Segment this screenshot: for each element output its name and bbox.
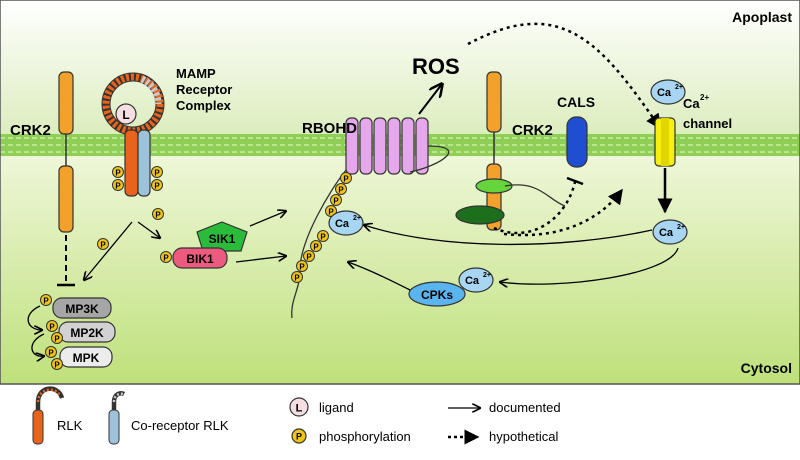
- crk2-right-label: CRK2: [512, 122, 553, 139]
- rbohd-protein: [291, 117, 450, 319]
- mp3k-protein: MP3K: [52, 297, 112, 319]
- bik1-protein: BIK1: [172, 247, 228, 269]
- svg-text:2+: 2+: [353, 215, 361, 222]
- mamp-label-line1: MAMP: [176, 66, 216, 81]
- svg-text:P: P: [155, 211, 161, 220]
- rbohd-phosphosites: P P P P P P P P P: [291, 172, 352, 283]
- ros-label: ROS: [412, 54, 460, 79]
- rbohd-calcium-ion: Ca 2+: [328, 210, 364, 236]
- svg-text:P: P: [115, 182, 121, 191]
- ligand-icon: L: [115, 103, 137, 125]
- cytosol-calcium-ion: Ca 2+: [652, 219, 688, 245]
- svg-text:Ca: Ca: [335, 218, 350, 230]
- ca-channel-label-line2: channel: [683, 116, 732, 131]
- crk2-left-label: CRK2: [10, 122, 51, 139]
- calcium-channel: [654, 117, 676, 167]
- legend-phosphorylation-icon: P: [291, 428, 307, 444]
- ca-channel-label-sup: 2+: [700, 93, 709, 102]
- svg-text:P: P: [48, 349, 54, 358]
- legend-coreceptor-label: Co-receptor RLK: [131, 418, 229, 433]
- svg-text:P: P: [54, 335, 60, 344]
- cytosol-label: Cytosol: [741, 360, 792, 376]
- svg-text:L: L: [296, 403, 303, 415]
- svg-text:P: P: [328, 208, 334, 217]
- svg-text:BIK1: BIK1: [186, 252, 214, 266]
- svg-text:Ca: Ca: [659, 227, 674, 239]
- svg-text:P: P: [154, 182, 160, 191]
- svg-text:P: P: [333, 197, 339, 206]
- svg-text:P: P: [306, 253, 312, 262]
- crk2-right-receptor: [455, 71, 513, 231]
- legend: RLK Co-receptor RLK L ligand P phosphory…: [32, 386, 561, 445]
- svg-text:Ca: Ca: [657, 87, 672, 99]
- svg-text:P: P: [49, 323, 55, 332]
- legend-phosphorylation-label: phosphorylation: [319, 429, 411, 444]
- svg-text:P: P: [296, 432, 302, 442]
- cals-protein: [566, 116, 588, 168]
- legend-ligand-label: ligand: [319, 400, 354, 415]
- apoplast-label: Apoplast: [732, 9, 792, 25]
- svg-text:2+: 2+: [483, 272, 491, 279]
- ca-channel-label-line1: Ca: [683, 96, 700, 111]
- svg-text:P: P: [115, 169, 121, 178]
- legend-hypothetical-label: hypothetical: [489, 429, 558, 444]
- svg-text:P: P: [54, 361, 60, 370]
- svg-text:P: P: [163, 254, 169, 263]
- svg-text:P: P: [343, 175, 349, 184]
- svg-text:Ca: Ca: [465, 275, 480, 287]
- crk2-left-receptor: [58, 71, 74, 233]
- svg-text:P: P: [320, 233, 326, 242]
- apoplast-calcium-ion: Ca 2+: [650, 79, 686, 105]
- svg-text:2+: 2+: [675, 84, 683, 91]
- svg-text:P: P: [43, 297, 49, 306]
- legend-coreceptor-icon: [108, 391, 126, 445]
- svg-text:P: P: [294, 274, 300, 283]
- svg-text:SIK1: SIK1: [209, 232, 236, 246]
- mpk-protein: MPK: [59, 346, 113, 368]
- legend-ligand-icon: L: [289, 397, 309, 417]
- rbohd-label: RBOHD: [302, 120, 357, 137]
- mamp-receptor-complex: [101, 72, 165, 197]
- cpks-protein: CPKs: [408, 281, 466, 307]
- legend-documented-label: documented: [489, 400, 561, 415]
- legend-rlk-icon: [32, 386, 65, 445]
- svg-text:MP2K: MP2K: [70, 326, 104, 340]
- mamp-label-line2: Receptor: [176, 82, 232, 97]
- svg-text:P: P: [154, 169, 160, 178]
- legend-rlk-label: RLK: [57, 418, 83, 433]
- svg-text:MP3K: MP3K: [65, 302, 99, 316]
- sik1-protein: SIK1: [196, 221, 248, 252]
- svg-text:P: P: [313, 243, 319, 252]
- cpks-calcium-ion: Ca 2+: [458, 267, 494, 293]
- svg-text:P: P: [299, 263, 305, 272]
- svg-text:P: P: [100, 241, 106, 250]
- svg-text:L: L: [122, 108, 129, 122]
- svg-text:MPK: MPK: [73, 351, 100, 365]
- svg-text:P: P: [338, 186, 344, 195]
- ros-to-channel-hypothetical-arrow: [467, 22, 662, 130]
- svg-text:2+: 2+: [677, 224, 685, 231]
- cals-label: CALS: [557, 94, 595, 110]
- svg-text:CPKs: CPKs: [421, 288, 453, 302]
- mp2k-protein: MP2K: [58, 321, 116, 343]
- mamp-label-line3: Complex: [176, 98, 232, 113]
